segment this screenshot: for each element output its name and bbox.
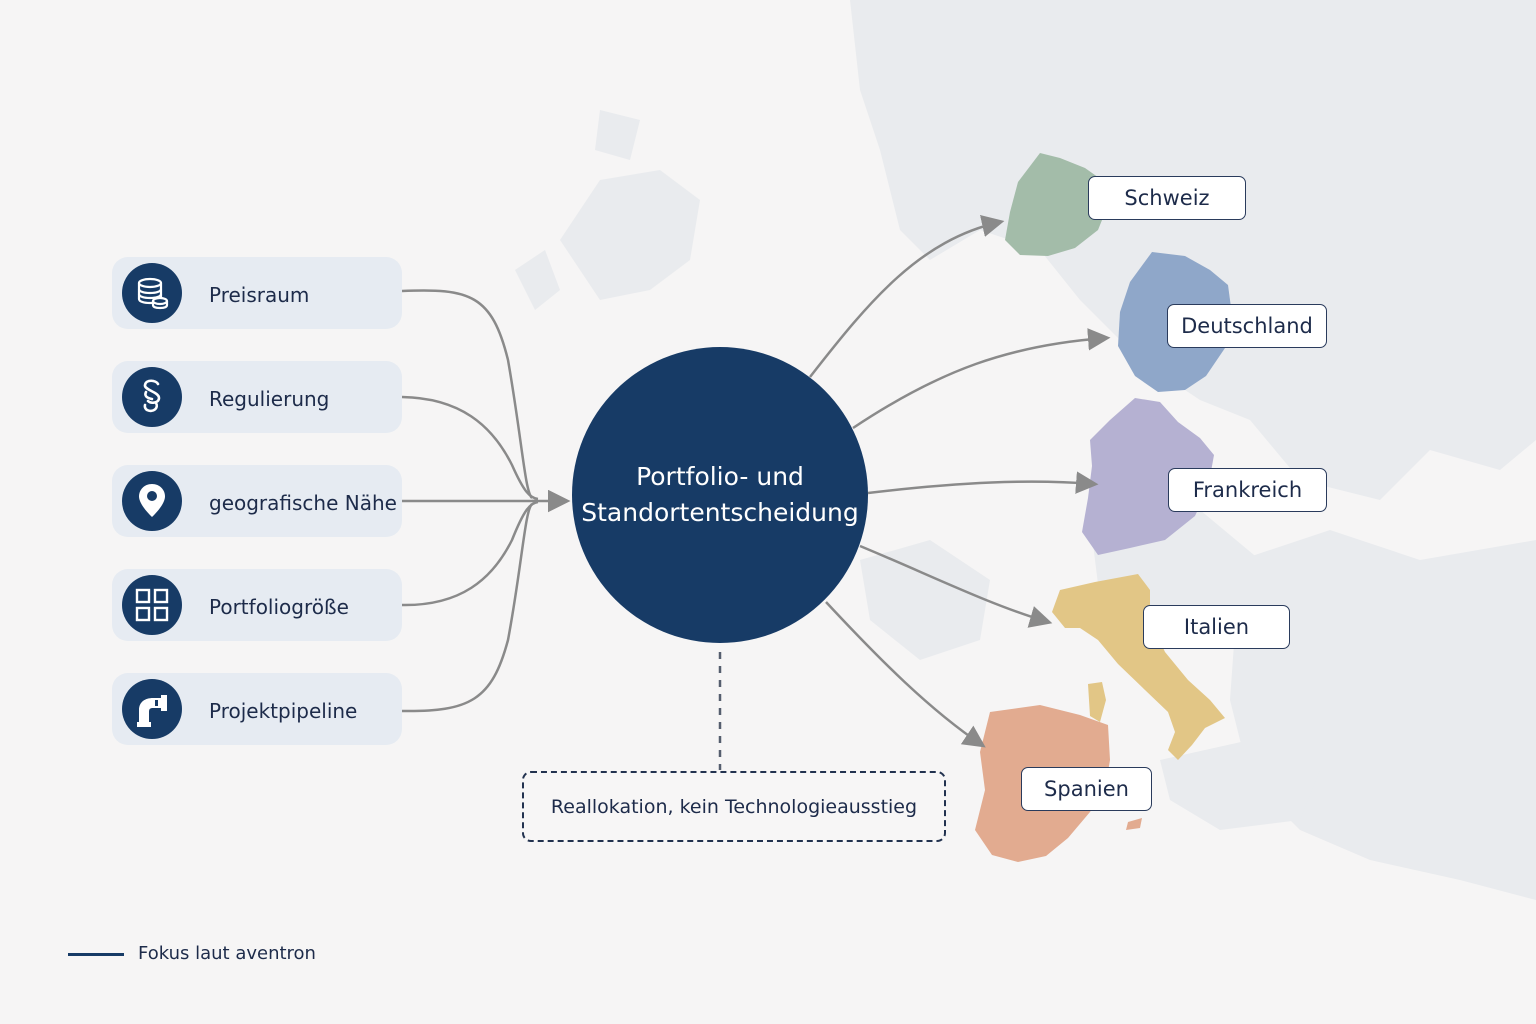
country-shapes [975,153,1232,862]
factor-label: Preisraum [209,283,310,307]
map-shape-frankreich [1082,398,1214,555]
output-arrows [809,214,1111,748]
factor-geografische-naehe: geografische Nähe [112,465,402,537]
paragraph-icon [122,367,182,427]
map-shape-balearen [1126,818,1142,830]
input-connectors [401,289,571,713]
legend-label: Fokus laut aventron [138,943,316,964]
factor-label: Regulierung [209,387,330,411]
country-label-frankreich: Frankreich [1168,468,1327,512]
country-label-schweiz: Schweiz [1088,176,1246,220]
hub-title-line2: Standortentscheidung [581,498,859,527]
factor-portfoliogroesse: Portfoliogröße [112,569,402,641]
factor-preisraum: Preisraum [112,257,402,329]
decision-hub: Portfolio- und Standortentscheidung [572,347,868,643]
country-label-deutschland: Deutschland [1167,304,1327,348]
country-label-italien: Italien [1143,605,1290,649]
map-shape-italien [1052,574,1225,760]
map-shape-sardinien [1088,682,1106,722]
factor-regulierung: Regulierung [112,361,402,433]
pipe-icon [122,679,182,739]
factor-label: Projektpipeline [209,699,358,723]
location-pin-icon [122,471,182,531]
hub-title-line1: Portfolio- und [636,462,804,491]
europe-map-background [515,0,1536,900]
legend-line [68,953,124,956]
reallocation-note: Reallokation, kein Technologieausstieg [522,771,946,842]
factor-label: geografische Nähe [209,491,397,515]
factor-projektpipeline: Projektpipeline [112,673,402,745]
grid-icon [122,575,182,635]
coins-icon [122,263,182,323]
map-shape-schweiz [1005,153,1108,256]
country-label-spanien: Spanien [1021,767,1152,811]
factor-label: Portfoliogröße [209,595,349,619]
